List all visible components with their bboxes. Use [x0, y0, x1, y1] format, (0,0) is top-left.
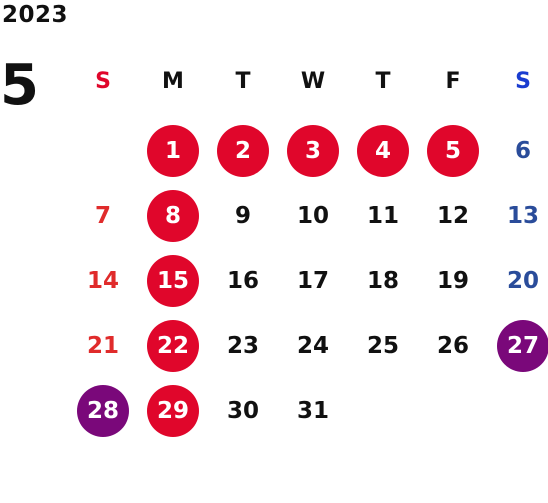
weekday-header-sunday: S	[95, 69, 111, 94]
calendar-day-cell: 17	[278, 248, 348, 313]
calendar-day-cell: 9	[208, 183, 278, 248]
calendar-day-cell: 21	[68, 313, 138, 378]
day-26: 26	[436, 332, 469, 359]
calendar-day-cell: 6	[488, 118, 548, 183]
highlighted-day-5: 5	[427, 124, 479, 177]
day-31: 31	[296, 397, 329, 424]
day-16: 16	[226, 267, 259, 294]
highlighted-day-22: 22	[147, 319, 199, 372]
day-20: 20	[506, 267, 539, 294]
calendar-day-cell: 27	[488, 313, 548, 378]
highlighted-day-28: 28	[77, 384, 129, 437]
weekday-header-monday: M	[162, 69, 184, 94]
day-12: 12	[436, 202, 469, 229]
day-10: 10	[296, 202, 329, 229]
calendar-day-cell: 31	[278, 378, 348, 443]
day-23: 23	[226, 332, 259, 359]
day-13: 13	[506, 202, 539, 229]
calendar-day-cell: 3	[278, 118, 348, 183]
weekday-header-tuesday: T	[235, 69, 251, 94]
day-17: 17	[296, 267, 329, 294]
calendar-day-cell: 29	[138, 378, 208, 443]
calendar-day-cell: 10	[278, 183, 348, 248]
day-11: 11	[366, 202, 399, 229]
calendar-day-cell: 30	[208, 378, 278, 443]
weekday-header-friday: F	[445, 69, 461, 94]
day-21: 21	[86, 332, 119, 359]
month-number: 5	[0, 53, 39, 118]
highlighted-day-8: 8	[147, 189, 199, 242]
calendar-day-cell: 23	[208, 313, 278, 378]
calendar-day-cell: 4	[348, 118, 418, 183]
calendar-day-cell: 20	[488, 248, 548, 313]
highlighted-day-1: 1	[147, 124, 199, 177]
weekday-header-saturday: S	[515, 69, 531, 94]
calendar-day-cell: 8	[138, 183, 208, 248]
day-6: 6	[514, 137, 531, 164]
day-14: 14	[86, 267, 119, 294]
weekday-header-thursday: T	[375, 69, 391, 94]
calendar-day-cell: 2	[208, 118, 278, 183]
calendar-day-cell: 22	[138, 313, 208, 378]
calendar-day-cell: 7	[68, 183, 138, 248]
calendar-day-cell: 19	[418, 248, 488, 313]
day-25: 25	[366, 332, 399, 359]
day-19: 19	[436, 267, 469, 294]
calendar-day-cell: 18	[348, 248, 418, 313]
day-18: 18	[366, 267, 399, 294]
calendar-day-cell: 26	[418, 313, 488, 378]
highlighted-day-3: 3	[287, 124, 339, 177]
calendar-day-cell: 15	[138, 248, 208, 313]
calendar-day-cell: 16	[208, 248, 278, 313]
highlighted-day-27: 27	[497, 319, 548, 372]
weekday-header-wednesday: W	[300, 69, 326, 94]
day-7: 7	[94, 202, 111, 229]
calendar-day-cell: 1	[138, 118, 208, 183]
year-label: 2023	[2, 2, 69, 28]
calendar-day-cell: 13	[488, 183, 548, 248]
calendar-day-cell: 5	[418, 118, 488, 183]
highlighted-day-4: 4	[357, 124, 409, 177]
highlighted-day-29: 29	[147, 384, 199, 437]
calendar-day-cell: 25	[348, 313, 418, 378]
highlighted-day-2: 2	[217, 124, 269, 177]
day-9: 9	[234, 202, 251, 229]
calendar-day-cell: 28	[68, 378, 138, 443]
calendar-day-cell: 24	[278, 313, 348, 378]
day-24: 24	[296, 332, 329, 359]
calendar-day-cell: 12	[418, 183, 488, 248]
calendar-day-cell: 11	[348, 183, 418, 248]
highlighted-day-15: 15	[147, 254, 199, 307]
calendar-day-cell: 14	[68, 248, 138, 313]
day-30: 30	[226, 397, 259, 424]
